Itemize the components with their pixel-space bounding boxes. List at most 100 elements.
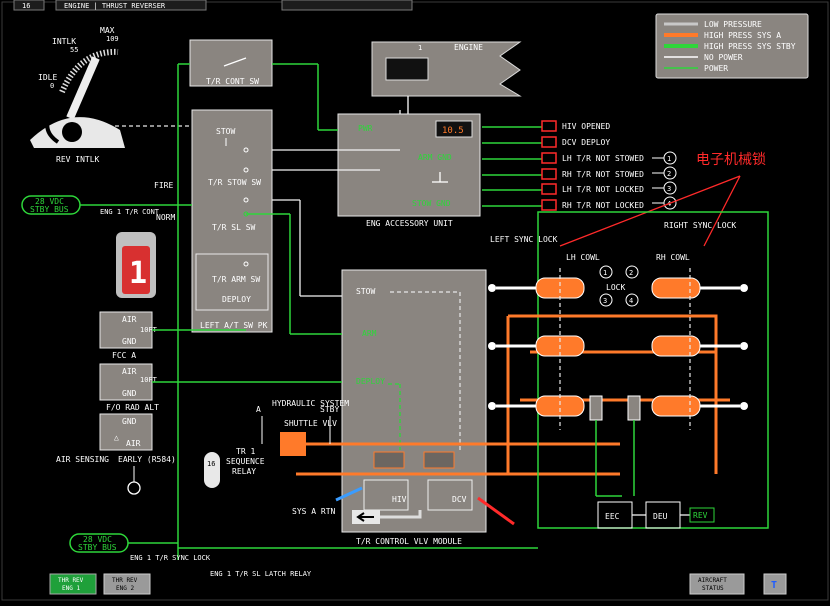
throttle-lever[interactable]: [66, 56, 100, 120]
throttle-pivot: [62, 122, 82, 142]
throttle-55: 55: [70, 46, 78, 54]
stow-label: STOW: [216, 127, 235, 136]
rh-act-1: [651, 277, 701, 299]
eng1-tr-cont: ENG 1 T/R CONT: [100, 208, 160, 216]
lock-label: LOCK: [606, 283, 625, 292]
thr-rev-eng2-button[interactable]: [103, 573, 151, 595]
bottom-bus-label: STBY BUS: [78, 543, 117, 552]
throttle-scale: [59, 48, 119, 94]
signal-plug-2: [541, 136, 557, 148]
rev-box: [689, 507, 715, 523]
lock-num-2: 2: [629, 269, 633, 277]
throttle-rev-intlk: REV INTLK: [56, 155, 100, 164]
lh-cowl-label: LH COWL: [566, 253, 600, 262]
lh-sync-lock-box: [589, 395, 603, 421]
sensing-air-sensing: AIR SENSING: [56, 455, 109, 464]
aircraft-status-line1: AIRCRAFT: [698, 577, 727, 584]
throttle-idle: IDLE: [38, 73, 57, 82]
shuttle-body: [280, 432, 306, 456]
btn2-line2: ENG 2: [116, 585, 134, 592]
sensing-air-3: AIR: [126, 439, 141, 448]
eng1-sync-lock: ENG 1 T/R SYNC LOCK: [130, 554, 211, 562]
rh-act-2: [651, 335, 701, 357]
btn1-line2: ENG 1: [62, 585, 80, 592]
shuttle-a: A: [256, 405, 261, 414]
signal-row-4: RH T/R NOT STOWED 2: [482, 166, 677, 180]
sys-a-rtn: SYS A RTN: [292, 507, 336, 516]
signal-plug-5: [541, 183, 557, 195]
engine-display: [385, 57, 429, 81]
stby-bus-vdc: 28 VDC: [35, 197, 64, 206]
t-button[interactable]: [763, 573, 787, 595]
tr-control-valve-module: STOW ARM DEPLOY HIV DCV T/R CONTROL VLV …: [296, 269, 620, 546]
signal-dcv-deploy: DCV DEPLOY: [562, 138, 610, 147]
fire-handle[interactable]: 1: [116, 232, 156, 298]
lock-num-3: 3: [603, 297, 607, 305]
lock-circle-1: [599, 265, 613, 279]
accessory-readout-box: [435, 120, 473, 138]
throttle-109: 109: [106, 35, 119, 43]
relay-label: RELAY: [232, 467, 256, 476]
sensing-fcc-a: FCC A: [112, 351, 136, 360]
tab-engine-thrust-reverser[interactable]: [55, 0, 207, 11]
tab-16[interactable]: [13, 0, 45, 11]
eng-accessory-unit: PWR 10.5 ARM GND STOW GND ENG ACCESSORY …: [337, 113, 481, 228]
module-dcv: DCV: [452, 495, 467, 504]
signal-plug-1: [541, 120, 557, 132]
signal-row-2: DCV DEPLOY: [482, 136, 610, 148]
rh-sync-lock-box: [627, 395, 641, 421]
sensing-sensor: [127, 481, 141, 495]
tr-cont-sw-contact: [223, 57, 247, 67]
accessory-pwr: PWR: [358, 124, 373, 133]
legend-power: POWER: [704, 64, 728, 73]
left-at-switch-pack: STOW T/R STOW SW T/R SL SW T/R ARM SW DE…: [191, 109, 273, 333]
thr-rev-eng1-button[interactable]: [49, 573, 97, 595]
lock-num-4: 4: [629, 297, 633, 305]
accessory-arm-gnd: ARM GND: [418, 153, 452, 162]
aircraft-status-button[interactable]: [689, 573, 745, 595]
sensing-early: EARLY (R584): [118, 455, 176, 464]
rh-act-3-end: [740, 402, 748, 410]
signal-plug-3: [541, 152, 557, 164]
rh-act-2-end: [740, 342, 748, 350]
relay-tr1: TR 1: [236, 447, 255, 456]
tr-arm-sw-box: [195, 253, 269, 311]
lock-num-1: 1: [603, 269, 607, 277]
sensing-box-1: [99, 311, 153, 349]
stby-bus-bottom: 28 VDC STBY BUS ENG 1 T/R SYNC LOCK ENG …: [69, 533, 538, 578]
norm-label: NORM: [156, 213, 175, 222]
signal-list: HIV OPENED DCV DEPLOY LH T/R NOT STOWED …: [482, 120, 677, 211]
deploy-label: DEPLOY: [222, 295, 251, 304]
signal-num-3: 3: [667, 185, 671, 193]
tab-blank[interactable]: [281, 0, 413, 11]
module-title: T/R CONTROL VLV MODULE: [356, 537, 462, 546]
tab-engine-label: ENGINE | THRUST REVERSER: [64, 2, 166, 10]
legend-high-press-stby: HIGH PRESS SYS STBY: [704, 42, 796, 51]
tr-stow-sw-label: T/R STOW SW: [208, 178, 261, 187]
rh-act-1-end: [740, 284, 748, 292]
lock-circle-4: [625, 293, 639, 307]
sys-a-return: SYS A RTN: [292, 486, 515, 526]
main-wiring: [177, 63, 401, 560]
legend: LOW PRESSURE HIGH PRESS SYS A HIGH PRESS…: [655, 13, 809, 79]
tr-cont-sw-label: T/R CONT SW: [206, 77, 259, 86]
rev-lever[interactable]: [45, 110, 60, 144]
lock-circle-2: [625, 265, 639, 279]
fire-label: FIRE: [154, 181, 173, 190]
module-hiv: HIV: [392, 495, 407, 504]
annotation-arrow-right: [703, 175, 741, 247]
fire-handle-number: 1: [129, 256, 147, 291]
sensing-box-3: [99, 413, 153, 451]
legend-no-power: NO POWER: [704, 53, 743, 62]
sensing-air-1: AIR: [122, 315, 137, 324]
arm-node: [243, 261, 249, 267]
shuttle-stby: STBY: [320, 405, 339, 414]
actuator-hyd-lines: [506, 314, 730, 474]
right-sync-lock-label: RIGHT SYNC LOCK: [664, 221, 736, 230]
shuttle-hyd: HYDRAULIC SYSTEM: [272, 399, 349, 408]
signal-circle-4: [663, 196, 677, 210]
fire-handle-red[interactable]: [122, 246, 150, 294]
top-tab-bar: 16 ENGINE | THRUST REVERSER: [13, 0, 413, 11]
signal-plug-4: [541, 168, 557, 180]
